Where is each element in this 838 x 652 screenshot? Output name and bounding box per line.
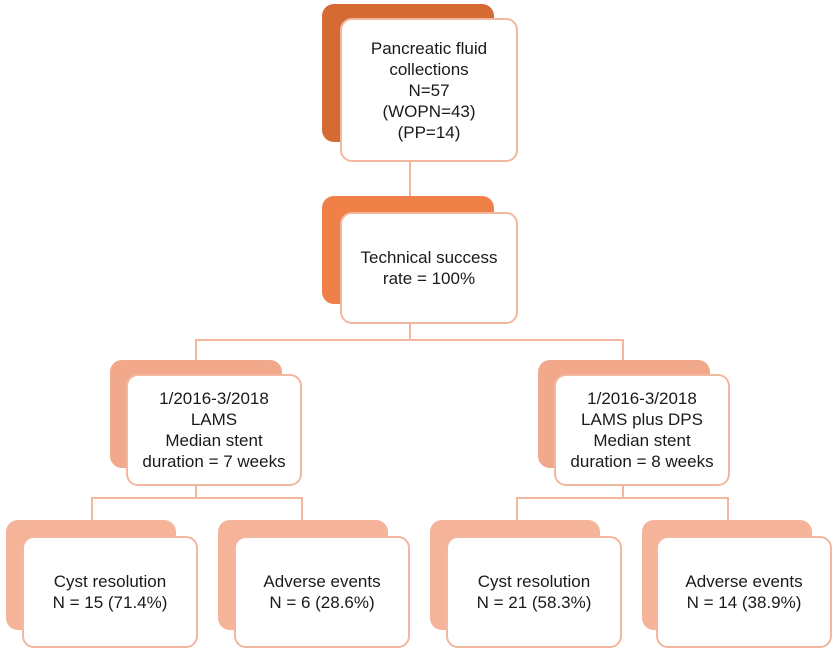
connector-lams-outcomes — [91, 486, 197, 520]
lams-line-4: duration = 7 weeks — [142, 452, 286, 471]
lams-line-2: LAMS — [190, 410, 238, 429]
lams-node-card: 1/2016-3/2018 LAMS Median stent duration… — [126, 374, 302, 486]
lams-adverse-line-1: Adverse events — [263, 572, 381, 591]
lams-resolution-node-card: Cyst resolution N = 15 (71.4%) — [22, 536, 198, 648]
connector-success-branches-right — [410, 339, 624, 362]
lams-resolution-line-1: Cyst resolution — [53, 572, 167, 591]
lams-dps-line-1: 1/2016-3/2018 — [587, 389, 697, 408]
dps-adverse-line-1: Adverse events — [685, 572, 803, 591]
root-line-1: Pancreatic fluid — [370, 38, 488, 58]
root-node-card: Pancreatic fluid collections N=57 (WOPN=… — [340, 18, 518, 162]
lams-dps-node-card: 1/2016-3/2018 LAMS plus DPS Median stent… — [554, 374, 730, 486]
dps-adverse-node-card: Adverse events N = 14 (38.9%) — [656, 536, 832, 648]
connector-dps-outcomes-right — [623, 497, 729, 520]
lams-line-3: Median stent — [165, 431, 263, 450]
lams-adverse-line-2: N = 6 (28.6%) — [269, 593, 375, 612]
lams-dps-line-3: Median stent — [593, 431, 691, 450]
root-line-2: collections — [389, 59, 469, 79]
success-line-2: rate = 100% — [382, 269, 476, 288]
dps-resolution-node-card: Cyst resolution N = 21 (58.3%) — [446, 536, 622, 648]
root-line-4: (WOPN=43) — [382, 101, 476, 121]
dps-adverse-line-2: N = 14 (38.9%) — [686, 593, 802, 612]
root-line-3: N=57 — [408, 80, 450, 100]
lams-adverse-node-card: Adverse events N = 6 (28.6%) — [234, 536, 410, 648]
connector-lams-outcomes-right — [196, 497, 303, 520]
success-line-1: Technical success — [360, 248, 498, 267]
lams-resolution-line-2: N = 15 (71.4%) — [52, 593, 168, 612]
success-node-card: Technical success rate = 100% — [340, 212, 518, 324]
connector-dps-outcomes — [516, 486, 624, 520]
connector-success-branches — [195, 323, 411, 362]
lams-dps-line-2: LAMS plus DPS — [581, 410, 703, 429]
lams-line-1: 1/2016-3/2018 — [159, 389, 269, 408]
dps-resolution-line-1: Cyst resolution — [477, 572, 591, 591]
dps-resolution-line-2: N = 21 (58.3%) — [476, 593, 592, 612]
lams-dps-line-4: duration = 8 weeks — [570, 452, 714, 471]
root-line-5: (PP=14) — [397, 122, 461, 142]
